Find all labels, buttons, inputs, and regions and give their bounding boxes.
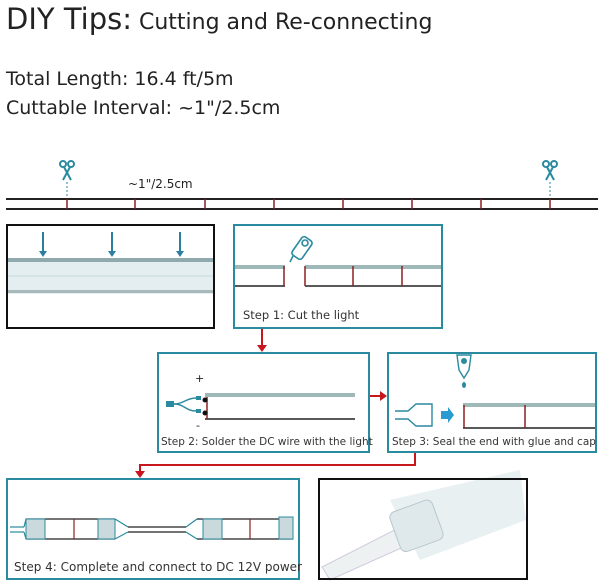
utility-knife-icon [289, 235, 313, 263]
minus-sign: - [196, 419, 200, 432]
arrow-down-icon [135, 471, 145, 478]
step3-label: Step 3: Seal the end with glue and cap [392, 436, 596, 448]
step4-graphic [10, 516, 294, 540]
scissors-icon [542, 160, 558, 197]
step1-label: Step 1: Cut the light [243, 308, 360, 322]
step4-label: Step 4: Complete and connect to DC 12V p… [14, 560, 302, 574]
title-sub: Cutting and Re-connecting [138, 10, 433, 35]
ruler-strip [6, 198, 598, 210]
total-length: Total Length: 16.4 ft/5m [6, 68, 234, 90]
step1-card: Step 1: Cut the light [233, 224, 443, 329]
step4-card: Step 4: Complete and connect to DC 12V p… [6, 478, 302, 580]
page-title: DIY Tips: Cutting and Re-connecting [6, 2, 432, 36]
title-main: DIY Tips: [6, 2, 132, 36]
arrow-down-icon [257, 345, 267, 352]
scissors-icon [59, 160, 75, 197]
end-cap-photo [321, 470, 526, 581]
end-cap-icon [395, 403, 433, 427]
step2-card: + - Step 2: Solder the DC wire with the … [157, 352, 373, 453]
arrow-right-icon [441, 407, 454, 423]
arrow-right-icon [380, 391, 387, 401]
step2-graphic [166, 393, 355, 420]
interval-label: ~1"/2.5cm [128, 177, 193, 191]
end-cap-photo-frame [318, 478, 528, 580]
step1-graphic [235, 235, 441, 287]
step3-graphic [395, 354, 597, 429]
step2-label: Step 2: Solder the DC wire with the ligh… [161, 436, 373, 448]
step3-card: Step 3: Seal the end with glue and cap [387, 352, 597, 453]
flow-arrows [139, 328, 416, 472]
dc-wire-icon [166, 396, 201, 413]
strip-photo [8, 232, 213, 294]
plus-sign: + [195, 372, 205, 385]
glue-bottle-icon [456, 354, 472, 388]
cuttable-interval: Cuttable Interval: ~1"/2.5cm [6, 97, 281, 119]
strip-photo-frame [6, 224, 215, 329]
arrow-down-icon [42, 232, 181, 254]
